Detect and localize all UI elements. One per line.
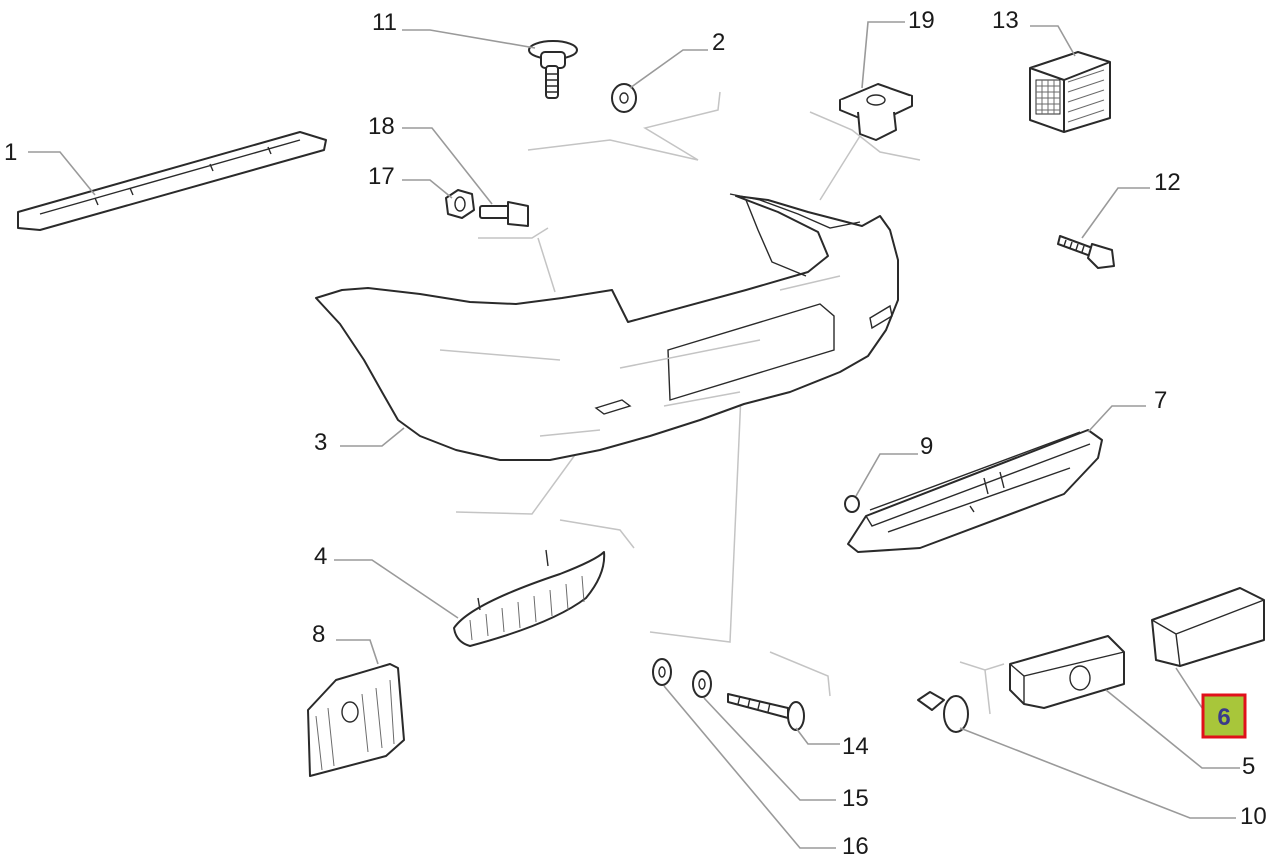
leader-3 bbox=[340, 427, 405, 447]
label-19: 19 bbox=[908, 7, 935, 34]
part-1-reinforcement-beam[interactable] bbox=[17, 131, 327, 231]
leader-2 bbox=[629, 49, 708, 89]
label-7: 7 bbox=[1154, 387, 1167, 414]
leader-16 bbox=[663, 685, 836, 849]
label-15: 15 bbox=[842, 785, 869, 812]
part-6-cap[interactable] bbox=[1151, 587, 1265, 667]
leader-5 bbox=[1105, 689, 1240, 769]
leader-17 bbox=[402, 179, 453, 199]
label-11: 11 bbox=[372, 9, 397, 36]
label-13: 13 bbox=[992, 7, 1019, 34]
part-9-nut[interactable] bbox=[844, 495, 860, 513]
leader-14 bbox=[795, 727, 840, 745]
label-16: 16 bbox=[842, 833, 869, 860]
label-14: 14 bbox=[842, 733, 869, 760]
part-12-bolt[interactable] bbox=[1057, 235, 1115, 269]
part-16-washer[interactable] bbox=[652, 658, 672, 686]
label-1: 1 bbox=[4, 139, 17, 166]
part-14-screw[interactable] bbox=[727, 693, 805, 731]
label-8: 8 bbox=[312, 621, 325, 648]
leader-4 bbox=[334, 559, 459, 619]
leader-11 bbox=[402, 29, 536, 49]
highlight-box-6[interactable]: 6 bbox=[1201, 693, 1247, 739]
part-15-washer[interactable] bbox=[692, 670, 712, 698]
label-12: 12 bbox=[1154, 169, 1181, 196]
leader-7 bbox=[1087, 405, 1146, 433]
label-4: 4 bbox=[314, 543, 327, 570]
label-2: 2 bbox=[712, 29, 725, 56]
part-11-clip-screw[interactable] bbox=[528, 40, 578, 99]
leader-12 bbox=[1081, 187, 1150, 239]
part-7-bracket[interactable] bbox=[847, 429, 1103, 553]
part-13-vent-grille[interactable] bbox=[1029, 51, 1111, 133]
label-10: 10 bbox=[1240, 803, 1267, 830]
assembly-guide-lines bbox=[455, 91, 1005, 715]
part-18-bolt[interactable] bbox=[479, 201, 529, 227]
label-17: 17 bbox=[368, 163, 395, 190]
part-17-nut[interactable] bbox=[445, 189, 475, 219]
label-6: 6 bbox=[1217, 704, 1230, 731]
part-5-sensor-housing[interactable] bbox=[1009, 635, 1125, 709]
label-3: 3 bbox=[314, 429, 327, 456]
leader-6 bbox=[1175, 667, 1207, 715]
leader-10 bbox=[959, 727, 1236, 819]
label-5: 5 bbox=[1242, 753, 1255, 780]
label-9: 9 bbox=[920, 433, 933, 460]
part-4-reflector[interactable] bbox=[453, 549, 606, 647]
part-8-splash-shield[interactable] bbox=[307, 663, 405, 777]
leader-15 bbox=[703, 697, 836, 801]
leader-18 bbox=[402, 127, 493, 205]
label-18: 18 bbox=[368, 113, 395, 140]
part-2-washer[interactable] bbox=[611, 83, 637, 113]
leader-8 bbox=[336, 639, 379, 665]
leader-1 bbox=[28, 151, 96, 196]
leader-19 bbox=[861, 21, 905, 89]
part-19-retaining-clip[interactable] bbox=[839, 83, 913, 141]
leader-13 bbox=[1030, 25, 1076, 57]
part-3-bumper-cover[interactable] bbox=[315, 193, 899, 461]
leader-9 bbox=[855, 453, 918, 497]
part-10-push-clip[interactable] bbox=[917, 691, 969, 733]
